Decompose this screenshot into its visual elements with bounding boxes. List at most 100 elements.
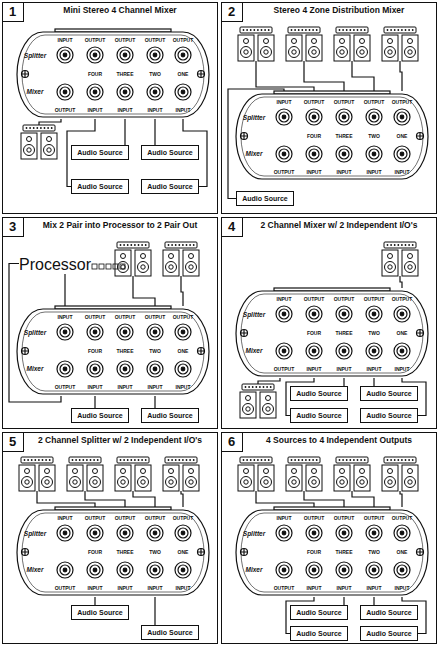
processor-buttons-part xyxy=(99,264,104,269)
jack-label: OUTPUT xyxy=(145,38,166,43)
mixer-housing-part-part xyxy=(63,568,67,572)
speaker-pair-part xyxy=(141,469,146,474)
mixer-housing-part-part xyxy=(93,568,97,572)
mixer-housing-part-part xyxy=(22,71,29,78)
mixer-housing-part-part xyxy=(282,115,286,119)
jack-label: INPUT xyxy=(395,586,410,591)
speaker-pair xyxy=(238,27,274,61)
speaker-pair-part xyxy=(44,127,46,129)
jack-label: INPUT xyxy=(277,100,292,105)
panel-number-box: 3 xyxy=(2,217,24,237)
speaker-pair-part xyxy=(138,262,149,273)
speaker-pair-part xyxy=(388,50,392,54)
mixer-housing-part-part xyxy=(178,364,188,374)
mixer-housing-part-part xyxy=(181,53,185,57)
speaker-pair-part xyxy=(44,145,55,156)
mixer-housing-part-part xyxy=(22,348,29,355)
speaker-pair-part xyxy=(238,465,254,491)
mixer-housing-part-part xyxy=(372,115,376,119)
speaker-pair-part xyxy=(292,39,297,44)
speaker-pair-part xyxy=(42,459,44,461)
mixer-housing-part-part xyxy=(241,330,248,337)
speaker-pair-part xyxy=(342,459,344,461)
mixer-housing-part-part xyxy=(282,568,286,572)
speaker-cable xyxy=(37,491,95,507)
speaker-pair-part xyxy=(294,29,296,31)
speaker-pair-part xyxy=(253,29,255,31)
panel-title: 4 Sources to 4 Independent Outputs xyxy=(244,436,434,445)
speaker-pair-part xyxy=(259,386,261,388)
speaker-pair-part xyxy=(145,459,147,461)
jack-label: INPUT xyxy=(88,586,103,591)
mixer-housing-part-part xyxy=(397,112,407,122)
channel-label: ONE xyxy=(178,550,189,555)
mixer-housing-part-part xyxy=(397,309,407,319)
speaker-pair-part xyxy=(163,465,179,491)
mixer-housing-part-part xyxy=(366,109,382,125)
mixer-housing-part-part xyxy=(181,531,185,535)
mixer-housing-part-part xyxy=(282,531,286,535)
mode-label: Splitter xyxy=(243,312,265,319)
mixer-housing-part-part xyxy=(63,53,67,57)
mixer-housing-part-part xyxy=(400,312,404,316)
jack-label: OUTPUT xyxy=(334,100,355,105)
speaker-pair-part xyxy=(305,29,307,31)
jack-label: OUTPUT xyxy=(334,516,355,521)
mixer-housing-part-part xyxy=(312,349,316,353)
speaker-pair-part xyxy=(86,459,88,461)
channel-label: ONE xyxy=(178,349,189,354)
source-label: Audio Source xyxy=(242,195,288,202)
speaker-pair-part xyxy=(127,244,129,246)
panel-number-box: 5 xyxy=(2,432,24,452)
mixer-housing-part-part xyxy=(198,348,205,355)
speaker-pair-part xyxy=(394,29,396,31)
mixer-housing-part-part xyxy=(372,531,376,535)
speaker-pair-part xyxy=(165,242,197,248)
jack-label: OUTPUT xyxy=(115,315,136,320)
speaker-cable xyxy=(39,119,61,125)
mixer-housing-part-part xyxy=(57,525,73,541)
speaker-pair-part xyxy=(34,459,36,461)
speaker-pair-part xyxy=(405,262,416,273)
jack-label: INPUT xyxy=(176,385,191,390)
speaker-pair-part xyxy=(166,477,177,488)
speaker-pair-part xyxy=(412,244,414,246)
speaker-pair-part xyxy=(412,29,414,31)
mixer-housing-part-part xyxy=(175,47,191,63)
speaker-pair-part xyxy=(166,262,177,273)
mixer-housing-part-part xyxy=(60,528,70,538)
speaker-pair-part xyxy=(336,27,368,33)
mixer-housing-part-part xyxy=(236,291,428,376)
mode-label: Splitter xyxy=(243,115,265,122)
speaker-pair-part xyxy=(382,250,398,276)
speaker-cable xyxy=(400,491,402,507)
speaker-pair-part xyxy=(115,250,131,276)
mixer-housing-part-part xyxy=(366,306,382,322)
speaker-pair-part xyxy=(186,459,188,461)
speaker-pair-part xyxy=(33,127,35,129)
mixer-housing-part-part xyxy=(117,47,133,63)
speaker-pair xyxy=(163,457,199,491)
speaker-pair-part xyxy=(31,459,33,461)
jack-label: OUTPUT xyxy=(334,297,355,302)
speaker-pair-part xyxy=(364,459,366,461)
speaker-pair-part xyxy=(257,459,259,461)
mode-label: Mixer xyxy=(246,151,263,158)
speaker-pair-part xyxy=(238,35,254,61)
speaker-pair-part xyxy=(390,29,392,31)
speaker-pair-part xyxy=(298,459,300,461)
speaker-pair-part xyxy=(397,244,399,246)
mixer-housing-part-part xyxy=(90,528,100,538)
mixer-housing-part-part xyxy=(342,115,346,119)
speaker-pair-part xyxy=(401,29,403,31)
speaker-pair-part xyxy=(263,404,274,415)
speaker-pair-part xyxy=(261,29,263,31)
mixer-housing-part-part xyxy=(336,306,352,322)
channel-label: TWO xyxy=(368,331,380,336)
speaker-pair-part xyxy=(340,480,344,484)
source-label: Audio Source xyxy=(296,390,342,397)
jack-label: INPUT xyxy=(337,367,352,372)
speaker-pair-part xyxy=(93,459,95,461)
jack-label: INPUT xyxy=(176,586,191,591)
mixer-housing-part-part xyxy=(397,346,407,356)
